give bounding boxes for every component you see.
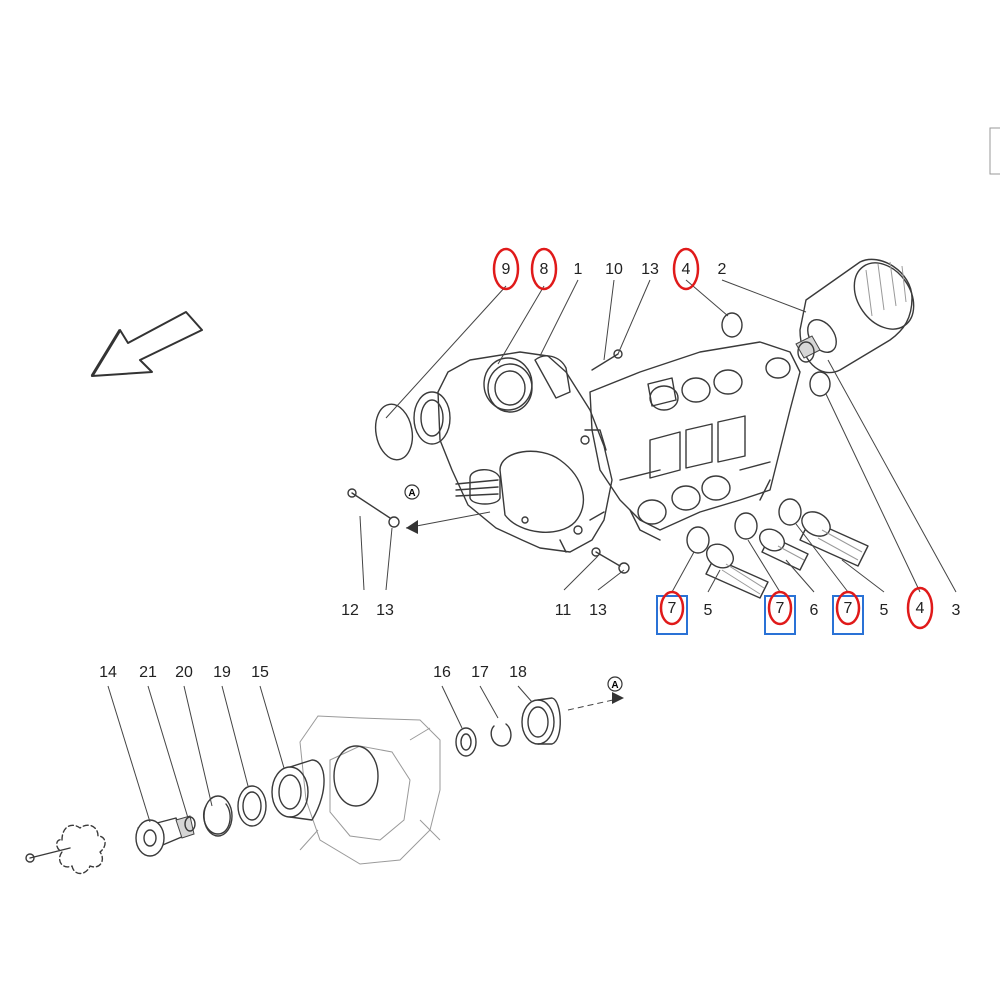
callout-2: 2 [718, 261, 727, 278]
callout-8: 8 [530, 247, 558, 291]
callout-number: 5 [880, 602, 889, 619]
callout-labels: 9 8 1 10 13 4 2 12 13 11 13 7 5 7 6 7 5 4 3 14 21 20 19 15 16 17 1… [99, 247, 961, 681]
callout-3: 3 [952, 602, 961, 619]
o-ring-7-b [734, 512, 758, 540]
callout-number: 10 [605, 261, 623, 278]
callout-5: 5 [880, 602, 889, 619]
red-highlight-circle [767, 590, 793, 626]
callout-number: 16 [433, 664, 451, 681]
strainer-5-left [705, 543, 769, 599]
callout-11: 11 [555, 602, 572, 619]
callout-number: 4 [682, 261, 691, 278]
callout-number: 11 [555, 602, 572, 619]
callout-number: 1 [574, 261, 583, 278]
circlip-17 [490, 723, 512, 747]
callout-13: 13 [376, 602, 394, 619]
callout-number: 13 [641, 261, 659, 278]
red-highlight-circle [492, 247, 520, 291]
callout-number: 19 [213, 664, 231, 681]
bolt-10 [591, 353, 619, 371]
red-highlight-circle [659, 590, 685, 626]
pump-housing [413, 351, 613, 553]
callout-number: 18 [509, 664, 527, 681]
callout-number: 9 [502, 261, 511, 278]
oil-manifold [589, 341, 801, 541]
o-ring-4-bottom [809, 371, 831, 397]
red-highlight-circle [672, 247, 700, 291]
o-ring-7-a [686, 526, 710, 554]
callout-number: 13 [589, 602, 607, 619]
callout-5: 5 [704, 602, 713, 619]
callout-6: 6 [810, 602, 819, 619]
red-highlight-circle [530, 247, 558, 291]
callout-number: 7 [776, 600, 785, 617]
callout-18: 18 [509, 664, 527, 681]
crankcase-outline [299, 715, 441, 865]
callout-1: 1 [574, 261, 583, 278]
callout-number: 15 [251, 664, 269, 681]
view-marker-label: A [408, 488, 415, 499]
blue-highlight-box [832, 595, 864, 635]
callout-17: 17 [471, 664, 489, 681]
washer-16 [455, 727, 477, 757]
callout-20: 20 [175, 664, 193, 681]
callout-15: 15 [251, 664, 269, 681]
callout-16: 16 [433, 664, 451, 681]
callout-number: 7 [668, 600, 677, 617]
red-highlight-circle [835, 590, 861, 626]
callout-number: 4 [916, 600, 925, 617]
callout-number: 2 [718, 261, 727, 278]
view-a-arrow-top: A [404, 484, 491, 534]
washer-19 [237, 785, 267, 827]
callout-number: 17 [471, 664, 489, 681]
callout-13: 13 [641, 261, 659, 278]
callout-7: 7 [832, 590, 864, 635]
oil-filter [795, 258, 915, 374]
callout-19: 19 [213, 664, 231, 681]
callout-number: 20 [175, 664, 193, 681]
callout-number: 12 [341, 602, 359, 619]
callout-number: 6 [810, 602, 819, 619]
callout-number: 5 [704, 602, 713, 619]
view-marker-label: A [611, 680, 618, 691]
callout-number: 7 [844, 600, 853, 617]
callout-4: 4 [672, 247, 700, 291]
callout-14: 14 [99, 664, 117, 681]
sprocket-shaft-assembly [25, 815, 195, 875]
bolt-12 [351, 492, 391, 519]
callout-21: 21 [139, 664, 157, 681]
callout-number: 3 [952, 602, 961, 619]
view-a-arrow-bottom: A [567, 676, 624, 711]
callout-7: 7 [656, 590, 688, 635]
o-ring-7-c [778, 498, 802, 526]
callout-9: 9 [492, 247, 520, 291]
red-highlight-circle [906, 586, 934, 630]
strainer-6 [758, 528, 809, 571]
leader-lines [107, 279, 957, 823]
callout-12: 12 [341, 602, 359, 619]
scroll-tab[interactable] [989, 127, 1000, 175]
callout-number: 21 [139, 664, 157, 681]
callout-10: 10 [605, 261, 623, 278]
blue-highlight-box [656, 595, 688, 635]
callout-13: 13 [589, 602, 607, 619]
o-ring-4-top [721, 312, 743, 338]
callout-number: 14 [99, 664, 117, 681]
callout-4: 4 [906, 586, 934, 630]
strainer-5-right [799, 511, 869, 567]
callout-7: 7 [764, 590, 796, 635]
blue-highlight-box [764, 595, 796, 635]
o-ring-9 [374, 403, 414, 461]
direction-arrow-icon [91, 311, 203, 377]
seal-ring-21 [184, 816, 196, 832]
callout-number: 13 [376, 602, 394, 619]
callout-number: 8 [540, 261, 549, 278]
seal-8 [483, 357, 533, 411]
